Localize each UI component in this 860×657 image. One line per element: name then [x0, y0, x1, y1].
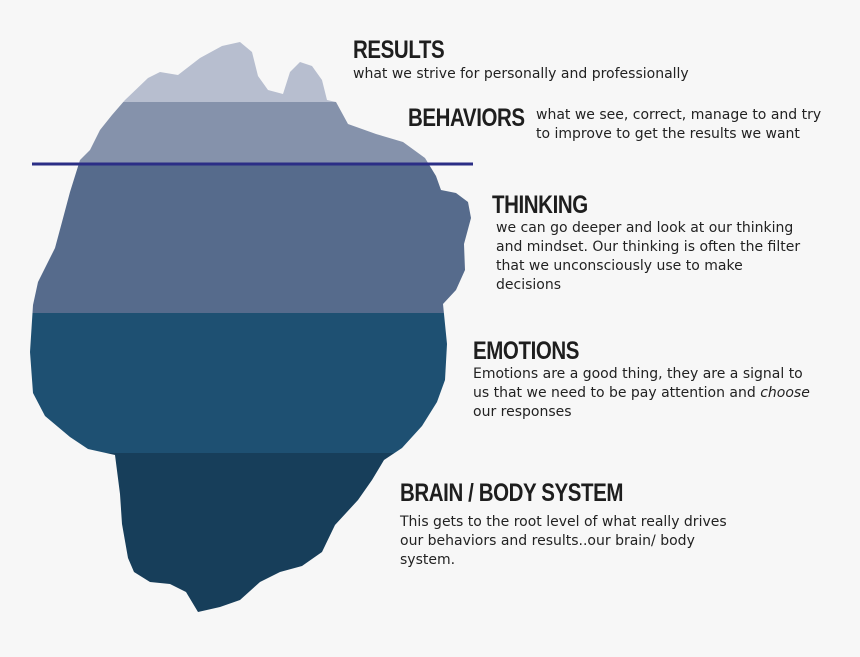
- thinking-title: THINKING: [492, 191, 588, 219]
- emotions-description-line: us that we need to be pay attention and …: [473, 384, 810, 403]
- brain-body-description-line: This gets to the root level of what real…: [400, 514, 727, 530]
- behaviors-description-line: what we see, correct, manage to and try: [536, 107, 822, 123]
- thinking-description-line: we can go deeper and look at our thinkin…: [496, 220, 794, 236]
- thinking-description-line: decisions: [496, 277, 562, 293]
- brain-body-title: BRAIN / BODY SYSTEM: [400, 479, 624, 507]
- emotions-description-emphasis: choose: [760, 385, 810, 401]
- behaviors-description-line: to improve to get the results we want: [536, 126, 800, 142]
- behaviors-description: what we see, correct, manage to and try …: [536, 106, 821, 144]
- brain-body-description: This gets to the root level of what real…: [400, 513, 727, 570]
- emotions-description: Emotions are a good thing, they are a si…: [473, 365, 810, 422]
- brain-body-description-line: system.: [400, 552, 456, 568]
- brain-body-description-line: our behaviors and results..our brain/ bo…: [400, 533, 695, 549]
- results-description: what we strive for personally and profes…: [353, 65, 689, 84]
- thinking-description-line: that we unconsciously use to make: [496, 258, 743, 274]
- emotions-description-line: Emotions are a good thing, they are a si…: [473, 366, 803, 382]
- results-title: RESULTS: [353, 36, 445, 64]
- results-description-text: what we strive for personally and profes…: [353, 66, 689, 82]
- layer-emotions: [30, 313, 471, 453]
- thinking-description-line: and mindset. Our thinking is often the f…: [496, 239, 801, 255]
- emotions-title: EMOTIONS: [473, 337, 580, 365]
- emotions-description-text: us that we need to be pay attention and: [473, 385, 761, 401]
- emotions-description-line: our responses: [473, 404, 572, 420]
- thinking-description: we can go deeper and look at our thinkin…: [496, 219, 800, 295]
- layer-thinking: [30, 165, 471, 313]
- behaviors-title: BEHAVIORS: [408, 104, 525, 132]
